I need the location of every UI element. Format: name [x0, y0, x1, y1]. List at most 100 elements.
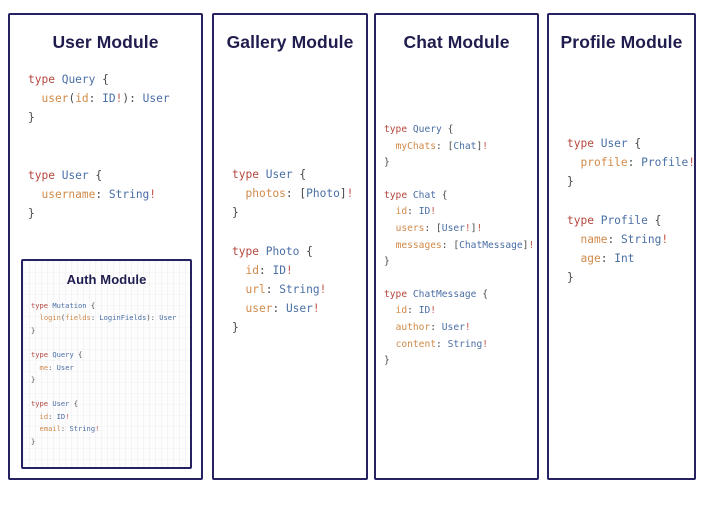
token-arg-type: LoginFields [99, 313, 147, 323]
token-field-name: age [580, 252, 601, 266]
token-colon: : [436, 140, 442, 152]
token-field-type: Chat [453, 140, 477, 152]
token-colon: : [265, 283, 273, 297]
token-field-type: String [620, 232, 662, 246]
token-field-type: String [447, 338, 483, 350]
token-brace: } [28, 111, 35, 125]
token-colon: : [600, 252, 608, 266]
code-block-profile: type User { profile: Profile! }type Prof… [567, 134, 696, 287]
token-field-name: photos [245, 187, 286, 201]
token-type-name: Mutation [52, 301, 87, 310]
token-bang: ! [149, 187, 157, 201]
token-field-type: ChatMessage [459, 239, 523, 251]
token-brace: } [31, 325, 36, 335]
code-block-gallery: type User { photos: [Photo]! }type Photo… [232, 165, 366, 338]
token-bracket: ] [476, 140, 483, 152]
card-title-user: User Module [52, 32, 159, 52]
code-block-chat: type Query { myChats: [Chat]! }type Chat… [384, 122, 537, 370]
token-colon: : [441, 239, 448, 251]
token-return-type: User [142, 92, 170, 106]
token-field-name: author [395, 321, 431, 333]
token-keyword: type [31, 301, 49, 310]
token-keyword: type [384, 189, 408, 201]
token-brace: { [634, 137, 642, 150]
token-bang: ! [95, 424, 100, 434]
token-bang: ! [65, 411, 70, 421]
token-field-name: id [245, 263, 259, 277]
token-keyword: type [567, 213, 594, 227]
token-bang: ! [688, 156, 696, 170]
token-type-name: Query [52, 350, 74, 360]
token-brace: { [654, 213, 662, 227]
token-type-name: Query [412, 124, 442, 135]
token-brace: { [447, 124, 454, 135]
token-type-name: Photo [265, 244, 300, 258]
token-brace: { [95, 168, 103, 182]
token-type-name: User [600, 137, 628, 150]
token-bracket: [ [447, 140, 454, 152]
token-colon: : [436, 338, 442, 350]
token-field-type: Photo [306, 187, 340, 201]
token-colon: : [129, 92, 136, 106]
token-return-type: User [159, 313, 177, 323]
token-brace: } [384, 157, 390, 169]
token-field-name: name [580, 232, 608, 246]
token-arg-name: fields [65, 313, 91, 323]
token-brace: { [102, 73, 109, 86]
token-bracket: [ [453, 239, 460, 251]
token-field-name: myChats [395, 140, 436, 152]
token-keyword: type [31, 350, 49, 360]
token-keyword: type [384, 288, 408, 300]
token-colon: : [607, 232, 615, 246]
token-field-name: login [39, 313, 61, 323]
token-colon: : [90, 313, 96, 323]
token-type-name: Query [61, 73, 96, 86]
card-title-profile: Profile Module [560, 32, 683, 52]
token-bang: ! [528, 239, 535, 251]
token-field-name: id [39, 411, 49, 421]
card-auth-module[interactable]: Auth Module type Mutation { login(fields… [21, 259, 192, 469]
token-field-type: ID [418, 305, 431, 317]
token-field-name: id [395, 206, 408, 218]
token-brace: } [232, 321, 239, 335]
card-title-auth: Auth Module [66, 272, 147, 287]
token-brace: } [28, 207, 35, 221]
token-field-type: Profile [641, 156, 689, 170]
token-bracket: ] [522, 239, 529, 251]
token-field-type: ID [56, 411, 66, 421]
token-bracket: [ [436, 222, 442, 234]
token-bracket: ] [339, 187, 347, 201]
token-brace: } [31, 436, 36, 446]
token-type-name: Chat [412, 189, 436, 201]
token-colon: : [627, 156, 635, 170]
token-brace: { [73, 399, 79, 409]
token-arg-name: id [75, 92, 89, 106]
token-field-type: ID [272, 263, 286, 277]
token-field-type: String [108, 187, 150, 201]
token-field-name: url [245, 283, 266, 297]
token-brace: { [441, 189, 448, 201]
token-bang: ! [312, 302, 320, 316]
token-bracket: ] [470, 222, 477, 234]
token-bang: ! [464, 222, 471, 234]
token-field-name: user [41, 92, 69, 106]
token-paren: ) [122, 92, 130, 106]
token-brace: } [232, 206, 239, 220]
token-bang: ! [115, 92, 123, 106]
token-type-name: Profile [600, 213, 648, 227]
card-chat-module[interactable]: Chat Module type Query { myChats: [Chat]… [374, 13, 539, 480]
token-field-name: content [395, 338, 436, 350]
card-profile-module[interactable]: Profile Module type User { profile: Prof… [547, 13, 696, 480]
token-paren: ) [146, 313, 151, 323]
card-user-module[interactable]: User Module type Query { user(id: ID!): … [8, 13, 203, 480]
token-field-type: String [279, 283, 320, 297]
token-brace: } [31, 375, 36, 385]
card-gallery-module[interactable]: Gallery Module type User { photos: [Phot… [212, 13, 368, 480]
token-bang: ! [661, 232, 669, 246]
token-colon: : [150, 313, 155, 323]
token-bang: ! [430, 206, 437, 218]
token-colon: : [285, 187, 293, 201]
token-colon: : [48, 411, 53, 421]
token-field-type: ID [418, 206, 431, 218]
